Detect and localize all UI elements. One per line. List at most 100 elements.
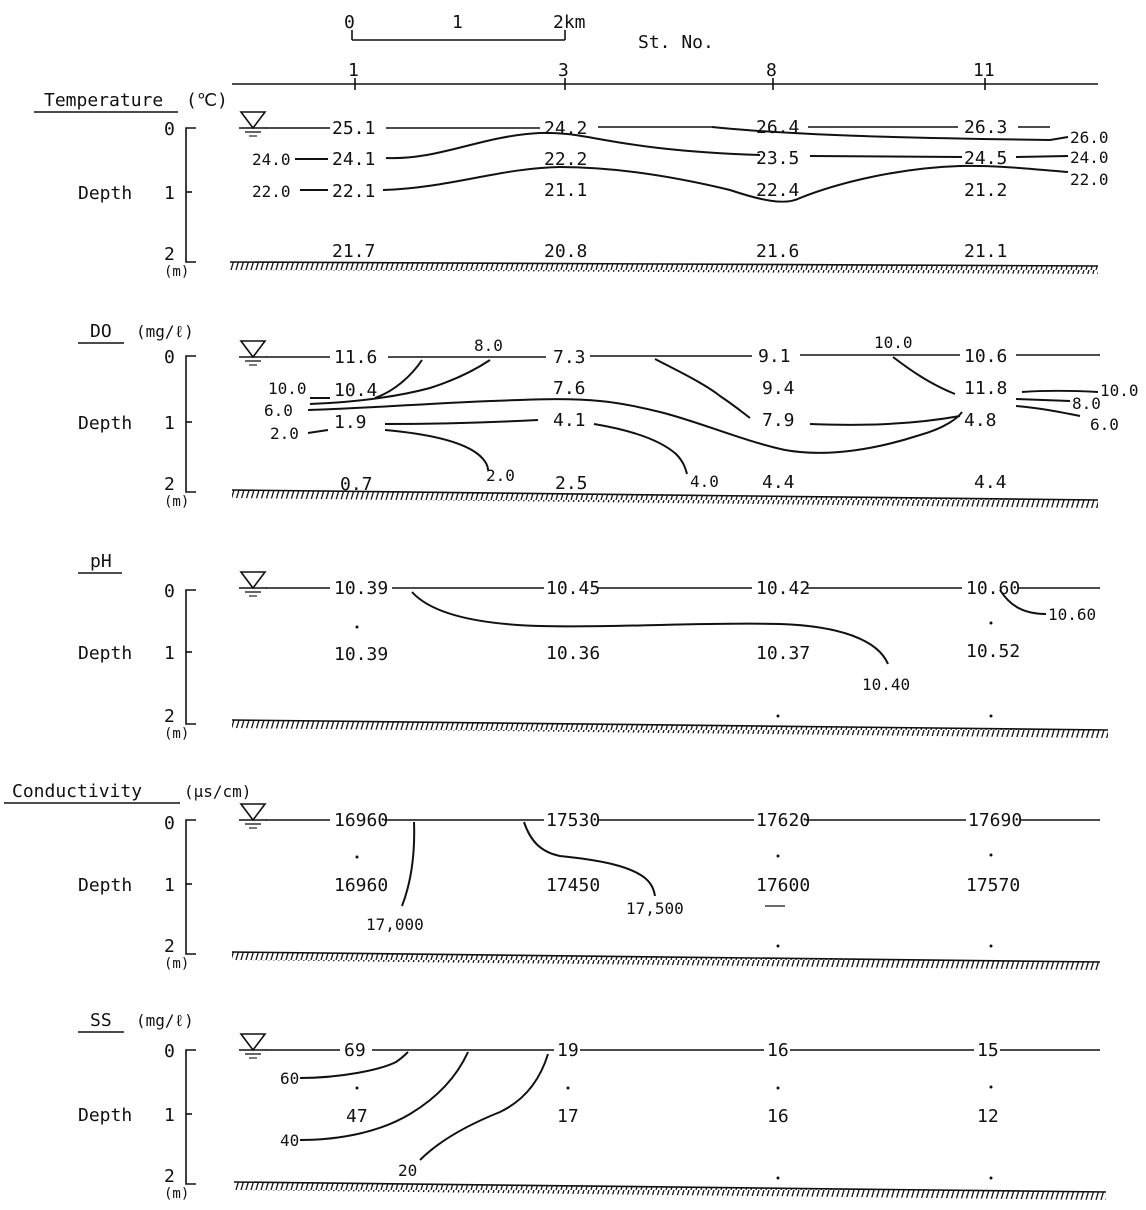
depth-axis: 0 1 2 (m) Depth xyxy=(78,347,196,510)
contour-label: 2.0 xyxy=(486,466,515,485)
contour-lines xyxy=(401,821,656,907)
contour-lines xyxy=(307,356,1099,475)
value: 22.4 xyxy=(756,180,799,201)
depth-tick-2: 2 xyxy=(164,706,175,727)
grid-dots xyxy=(355,1085,993,1180)
value: 21.1 xyxy=(544,180,587,201)
contour-label: 22.0 xyxy=(1070,170,1109,189)
value: 10.6 xyxy=(964,346,1007,367)
depth-axis: 0 1 2 (m) Depth xyxy=(78,813,196,972)
panel-title: SS xyxy=(90,1010,112,1031)
panel-temperature: Temperature (℃) 0 1 2 (m) Depth xyxy=(34,90,1109,280)
station-line: 1 3 8 11 xyxy=(232,60,1098,90)
depth-tick-1: 1 xyxy=(164,1105,175,1126)
panel-title: pH xyxy=(90,551,112,572)
contour-label: 10.0 xyxy=(268,379,307,398)
seabed xyxy=(233,1181,1107,1200)
depth-label: Depth xyxy=(78,183,132,204)
value: 7.9 xyxy=(762,410,795,431)
value: 21.7 xyxy=(332,241,375,262)
panel-do: DO (mg/ℓ) 0 1 2 (m) Depth xyxy=(78,321,1139,510)
value: 10.45 xyxy=(546,578,600,599)
value: 22.2 xyxy=(544,149,587,170)
contour-label: 6.0 xyxy=(1090,415,1119,434)
panel-ph: pH 0 1 2 (m) Depth 10.39 10.45 10.42 10.… xyxy=(78,551,1109,742)
value: 4.4 xyxy=(974,472,1007,493)
contour-label: 24.0 xyxy=(252,150,291,169)
depth-unit: (m) xyxy=(164,494,189,510)
contour-label: 8.0 xyxy=(474,336,503,355)
value: 12 xyxy=(977,1106,999,1127)
depth-tick-0: 0 xyxy=(164,119,175,140)
depth-label: Depth xyxy=(78,875,132,896)
depth-unit: (m) xyxy=(164,264,189,280)
depth-tick-0: 0 xyxy=(164,1041,175,1062)
value: 17 xyxy=(557,1106,579,1127)
contour-label: 17,500 xyxy=(626,899,684,918)
station-8: 8 xyxy=(766,60,777,81)
value: 69 xyxy=(344,1040,366,1061)
value: 24.5 xyxy=(964,148,1007,169)
value: 26.3 xyxy=(964,117,1007,138)
depth-tick-0: 0 xyxy=(164,581,175,602)
value: 24.1 xyxy=(332,149,375,170)
value: 22.1 xyxy=(332,181,375,202)
scale-tick-1: 1 xyxy=(452,12,463,33)
water-level-icon xyxy=(238,803,268,829)
depth-axis: 0 1 2 (m) Depth xyxy=(78,119,196,280)
value: 17450 xyxy=(546,875,600,896)
scale-bar: 0 1 2km xyxy=(344,12,586,41)
value: 9.4 xyxy=(762,378,795,399)
depth-unit: (m) xyxy=(164,726,189,742)
depth-unit: (m) xyxy=(164,1186,189,1202)
depth-label: Depth xyxy=(78,643,132,664)
value: 4.4 xyxy=(762,472,795,493)
value: 9.1 xyxy=(758,346,791,367)
depth-tick-0: 0 xyxy=(164,347,175,368)
contour-lines xyxy=(295,126,1069,203)
scale-tick-0: 0 xyxy=(344,12,355,33)
contour-label: 40 xyxy=(280,1131,299,1150)
value: 1.9 xyxy=(334,412,367,433)
panel-title: Conductivity xyxy=(12,781,142,802)
panel-conductivity: Conductivity (μs/cm) 0 1 2 (m) Depth 169… xyxy=(4,781,1101,972)
depth-tick-2: 2 xyxy=(164,244,175,265)
value: 11.6 xyxy=(334,347,377,368)
value: 10.39 xyxy=(334,578,388,599)
value: 15 xyxy=(977,1040,999,1061)
contour-lines xyxy=(411,589,1047,665)
contour-label: 24.0 xyxy=(1070,148,1109,167)
value: 2.5 xyxy=(555,473,588,494)
value: 25.1 xyxy=(332,118,375,139)
value: 21.6 xyxy=(756,241,799,262)
value: 19 xyxy=(557,1040,579,1061)
depth-tick-2: 2 xyxy=(164,474,175,495)
depth-tick-1: 1 xyxy=(164,183,175,204)
contour-label: 10.40 xyxy=(862,675,910,694)
value: 0.7 xyxy=(340,474,373,495)
value: 4.8 xyxy=(964,410,997,431)
value: 20.8 xyxy=(544,241,587,262)
panel-title: DO xyxy=(90,321,112,342)
station-1: 1 xyxy=(348,60,359,81)
value: 17530 xyxy=(546,810,600,831)
value: 16960 xyxy=(334,810,388,831)
water-level-icon xyxy=(238,111,268,137)
station-11: 11 xyxy=(973,60,995,81)
value: 23.5 xyxy=(756,148,799,169)
station-3: 3 xyxy=(558,60,569,81)
depth-tick-1: 1 xyxy=(164,875,175,896)
depth-tick-1: 1 xyxy=(164,643,175,664)
depth-tick-2: 2 xyxy=(164,936,175,957)
panel-unit: (mg/ℓ) xyxy=(136,322,194,341)
seabed xyxy=(231,489,1099,508)
station-label: St. No. xyxy=(638,32,714,53)
depth-tick-2: 2 xyxy=(164,1166,175,1187)
contour-label: 20 xyxy=(398,1161,417,1180)
depth-label: Depth xyxy=(78,413,132,434)
value: 16 xyxy=(767,1040,789,1061)
value: 10.60 xyxy=(966,578,1020,599)
value: 10.42 xyxy=(756,578,810,599)
surface-line xyxy=(266,354,1100,358)
contour-label: 10.0 xyxy=(1100,381,1139,400)
